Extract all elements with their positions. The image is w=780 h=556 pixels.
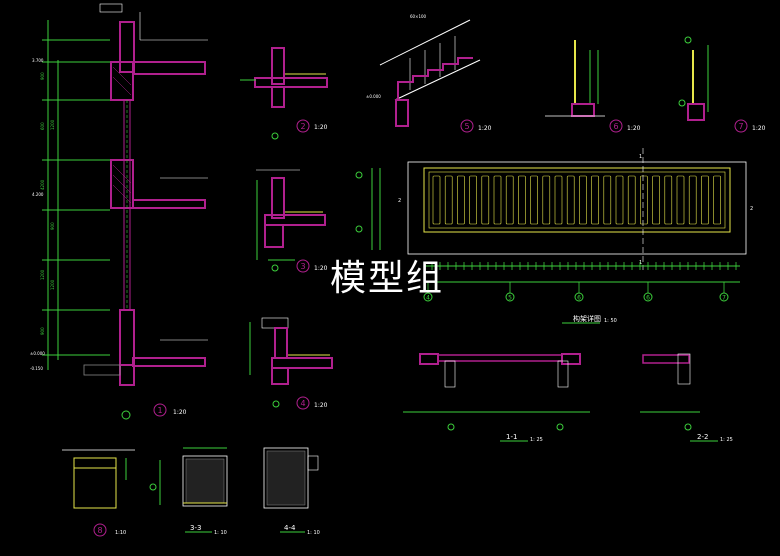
detail-number: 5 — [464, 122, 469, 131]
plan-slat — [652, 175, 660, 225]
plan-slat — [432, 175, 441, 225]
plan-slat — [457, 175, 465, 225]
detail-number: 1 — [157, 406, 162, 415]
detail-number: 8 — [97, 526, 102, 535]
plan-slat — [615, 175, 624, 225]
section-label: 3-3 — [190, 524, 201, 532]
level-label: -0.150 — [30, 366, 43, 371]
section-4-4: 4-4 1: 10 — [263, 447, 320, 536]
axis-bubble: 4 — [423, 282, 433, 302]
level-label: ±0.000 — [366, 94, 381, 99]
svg-text:4200: 4200 — [40, 179, 45, 190]
axis-label: 4 — [426, 295, 430, 302]
section-label: 4-4 — [284, 524, 296, 532]
detail-1-wall-section: 900 600 1200 4200 900 1200 1200 900 3.70… — [30, 3, 208, 420]
plan-slat — [530, 175, 538, 225]
section-1-1: 1-1 1: 25 — [403, 353, 590, 443]
plan-slat — [566, 175, 575, 225]
detail-scale: 1:20 — [752, 125, 766, 132]
level-label: 3.700 — [32, 58, 44, 63]
plan-slat — [469, 175, 477, 225]
section-label: 1-1 — [506, 433, 517, 441]
svg-text:600: 600 — [40, 122, 45, 130]
plan-scale: 1: 50 — [604, 318, 617, 324]
plan-slat — [591, 175, 599, 225]
section-mark: 2 — [398, 198, 401, 204]
section-scale: 1: 10 — [307, 530, 320, 536]
frame-plan: 1 1 2 2 4 5 6 6 7 构架详图 1: 50 — [355, 148, 753, 324]
detail-2-parapet: 2 1:20 — [240, 47, 328, 140]
axis-label: 7 — [722, 295, 726, 302]
plan-title: 构架详图 — [573, 314, 601, 323]
detail-scale: 1:20 — [478, 125, 492, 132]
axis-bubble: 5 — [505, 282, 515, 302]
svg-text:60×100: 60×100 — [410, 14, 427, 19]
section-2-2: 2-2 1: 25 — [640, 353, 733, 443]
axis-bubble: 7 — [719, 282, 729, 302]
plan-slat — [640, 175, 648, 225]
svg-text:900: 900 — [40, 72, 45, 80]
plan-slat — [688, 175, 697, 225]
plan-slat — [554, 175, 563, 225]
detail-number: 7 — [738, 122, 743, 131]
axis-label: 6 — [577, 295, 581, 302]
level-label: 4.200 — [32, 192, 44, 197]
plan-slat — [444, 175, 453, 225]
section-label: 2-2 — [697, 433, 708, 441]
detail-number: 4 — [300, 399, 305, 408]
plan-slat — [542, 175, 551, 225]
detail-number: 3 — [300, 262, 305, 271]
plan-slat — [603, 175, 612, 225]
plan-slat — [676, 175, 685, 225]
detail-scale: 1:20 — [314, 124, 328, 131]
detail-scale: 1:20 — [314, 265, 328, 272]
svg-text:1200: 1200 — [50, 279, 55, 290]
detail-5-stair-railing: 60×100 ±0.000 5 1:20 — [366, 14, 492, 133]
plan-slat — [505, 175, 514, 225]
svg-text:1200: 1200 — [50, 119, 55, 130]
detail-scale: 1:20 — [314, 402, 328, 409]
section-scale: 1: 25 — [530, 437, 543, 443]
detail-8: 8 1:10 — [62, 449, 135, 537]
plan-slat — [701, 175, 709, 225]
plan-axis-bubbles: 4 5 6 6 7 — [423, 282, 729, 302]
detail-scale: 1:10 — [115, 530, 126, 536]
detail-6-railing-post: 6 1:20 — [545, 40, 641, 133]
section-3-3: 3-3 1: 10 — [149, 447, 228, 536]
axis-bubble: 6 — [643, 282, 653, 302]
detail-scale: 1:20 — [627, 125, 641, 132]
section-scale: 1: 10 — [214, 530, 227, 536]
svg-text:900: 900 — [40, 327, 45, 335]
detail-number: 2 — [300, 122, 305, 131]
section-mark: 2 — [750, 206, 753, 212]
axis-label: 6 — [646, 295, 650, 302]
section-mark: 1 — [639, 260, 642, 266]
svg-text:1200: 1200 — [40, 269, 45, 280]
plan-slat — [579, 175, 587, 225]
axis-bubble: 6 — [574, 282, 584, 302]
plan-dimension-ticks — [423, 262, 737, 270]
detail-3-section: 3 1:20 — [256, 169, 328, 273]
level-label: ±0.000 — [30, 351, 45, 356]
plan-slat — [713, 175, 721, 225]
section-mark: 1 — [639, 154, 642, 160]
detail-4-section: 4 1:20 — [249, 317, 333, 410]
plan-slat — [627, 175, 636, 225]
plan-slats — [432, 175, 721, 225]
axis-label: 5 — [508, 295, 512, 302]
section-scale: 1: 25 — [720, 437, 733, 443]
detail-7-railing-post: 7 1:20 — [678, 36, 766, 133]
detail-number: 6 — [613, 122, 618, 131]
watermark: 模型组 — [330, 258, 444, 299]
plan-slat — [481, 175, 490, 225]
plan-slat — [493, 175, 502, 225]
detail-scale: 1:20 — [173, 409, 187, 416]
plan-slat — [518, 175, 526, 225]
plan-slat — [664, 175, 673, 225]
svg-text:900: 900 — [50, 222, 55, 230]
